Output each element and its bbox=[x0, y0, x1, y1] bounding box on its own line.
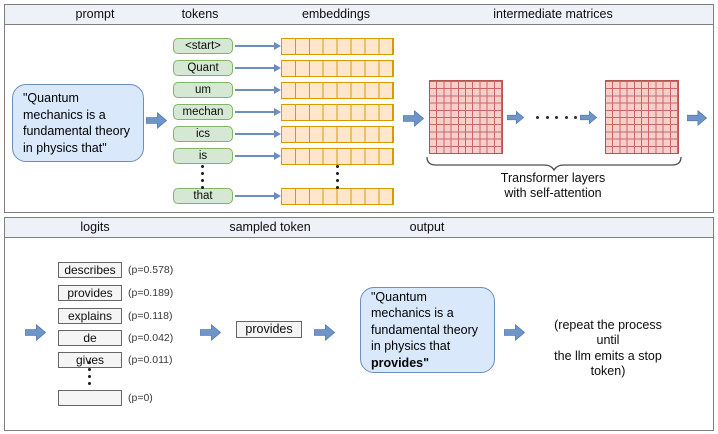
logit-probability: (p=0.118) bbox=[128, 310, 173, 322]
embedding-row bbox=[281, 60, 394, 77]
token-box: <start> bbox=[173, 38, 233, 54]
logit-probability: (p=0.578) bbox=[128, 264, 174, 276]
embedding-row bbox=[281, 82, 394, 99]
logit-probability: (p=0) bbox=[128, 392, 153, 404]
bottom-header-band bbox=[5, 218, 713, 238]
header-sampled-token: sampled token bbox=[229, 220, 311, 234]
logit-box: explains bbox=[58, 308, 122, 324]
token-box: that bbox=[173, 188, 233, 204]
embedding-ellipsis-dots bbox=[336, 165, 339, 193]
token-box: mechan bbox=[173, 104, 233, 120]
header-tokens: tokens bbox=[181, 7, 219, 21]
logit-box: provides bbox=[58, 285, 122, 301]
header-intermediate-matrices: intermediate matrices bbox=[493, 7, 613, 21]
header-logits: logits bbox=[80, 220, 110, 234]
prompt-text: "Quantum mechanics is a fundamental theo… bbox=[23, 91, 131, 155]
token-embedding-connector-arrow bbox=[235, 192, 281, 200]
embedding-row bbox=[281, 148, 394, 165]
flow-arrow-icon bbox=[507, 110, 524, 125]
matrix-ellipsis-dots bbox=[536, 116, 584, 119]
matrix-grid bbox=[429, 80, 503, 154]
flow-arrow-icon bbox=[580, 110, 597, 125]
flow-arrow-icon bbox=[403, 110, 424, 127]
logit-ellipsis-dots bbox=[88, 361, 91, 389]
token-box: Quant bbox=[173, 60, 233, 76]
flow-arrow-icon bbox=[25, 324, 46, 341]
logit-probability: (p=0.189) bbox=[128, 287, 174, 299]
repeat-note: (repeat the process until the llm emits … bbox=[554, 318, 662, 378]
flow-arrow-icon bbox=[687, 110, 707, 126]
token-embedding-connector-arrow bbox=[235, 42, 281, 50]
logit-box: gives bbox=[58, 352, 122, 368]
prompt-box: "Quantum mechanics is a fundamental theo… bbox=[12, 84, 144, 162]
output-box: "Quantum mechanics is a fundamental theo… bbox=[360, 287, 495, 373]
embedding-row bbox=[281, 188, 394, 205]
header-output: output bbox=[409, 220, 445, 234]
logit-probability: (p=0.042) bbox=[128, 332, 174, 344]
sampled-token-box: provides bbox=[236, 321, 302, 338]
embedding-row bbox=[281, 104, 394, 121]
output-text: "Quantum mechanics is a fundamental theo… bbox=[371, 289, 479, 370]
token-box: is bbox=[173, 148, 233, 164]
transformer-label: Transformer layers with self-attention bbox=[500, 171, 606, 201]
token-embedding-connector-arrow bbox=[235, 130, 281, 138]
token-box: ics bbox=[173, 126, 233, 142]
flow-arrow-icon bbox=[146, 112, 167, 129]
header-prompt: prompt bbox=[75, 7, 115, 21]
token-ellipsis-dots bbox=[201, 165, 204, 193]
logit-box-empty bbox=[58, 390, 122, 406]
embedding-row bbox=[281, 126, 394, 143]
token-embedding-connector-arrow bbox=[235, 64, 281, 72]
pipeline-bottom-panel bbox=[4, 217, 714, 431]
flow-arrow-icon bbox=[504, 324, 525, 341]
logit-box: de bbox=[58, 330, 122, 346]
token-box: um bbox=[173, 82, 233, 98]
token-embedding-connector-arrow bbox=[235, 108, 281, 116]
logit-probability: (p=0.011) bbox=[128, 354, 173, 366]
logit-box: describes bbox=[58, 262, 122, 278]
token-embedding-connector-arrow bbox=[235, 152, 281, 160]
transformer-brace bbox=[426, 157, 682, 171]
matrix-grid bbox=[605, 80, 679, 154]
flow-arrow-icon bbox=[200, 324, 221, 341]
token-embedding-connector-arrow bbox=[235, 86, 281, 94]
top-header-band bbox=[5, 5, 713, 25]
header-embeddings: embeddings bbox=[301, 7, 371, 21]
flow-arrow-icon bbox=[314, 324, 335, 341]
embedding-row bbox=[281, 38, 394, 55]
